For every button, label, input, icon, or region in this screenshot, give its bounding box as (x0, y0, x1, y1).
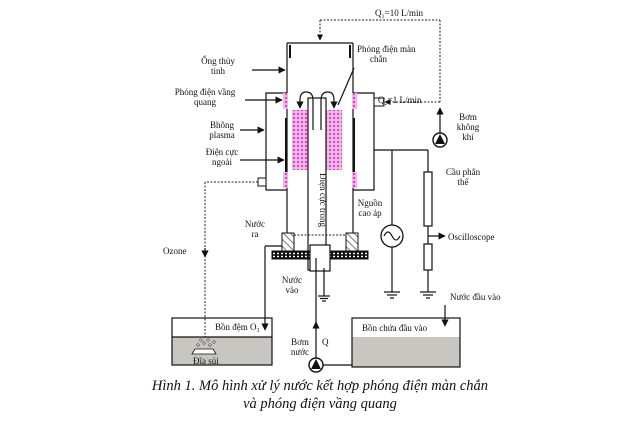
barrier-discharge-label-1: Phóng điện màn (357, 44, 416, 54)
input-tank (351, 305, 461, 368)
water-out-label-1: Nước (245, 219, 265, 229)
water-in-label-1: Nước (282, 275, 302, 285)
plasma-bubble-label-1: Bhông (210, 120, 235, 130)
reactor-base (271, 232, 369, 305)
flow-q2-label: Q₂=1 L/min (378, 95, 422, 105)
hv-source-label-1: Nguồn (358, 198, 383, 208)
input-water-label: Nước đầu vào (450, 292, 501, 302)
water-feed-line (312, 305, 352, 366)
corona-plasma-top-left (283, 93, 288, 109)
buffer-tank-label: Bồn đệm O₃ (215, 322, 260, 332)
caption-line-2: và phóng điện vầng quang (243, 396, 397, 412)
diffuser-disc (191, 348, 217, 355)
ground-symbol-divider (420, 291, 436, 299)
barrier-plasma-right (326, 110, 342, 170)
plasma-bubble-label-2: plasma (209, 130, 235, 140)
outer-electrode-label-1: Điện cực (206, 147, 239, 157)
corona-discharge-label-1: Phóng điện vầng (175, 87, 236, 97)
air-pump-label-3: khí (462, 132, 474, 142)
water-out-line (261, 245, 282, 331)
flow-q1-label: Q₁=10 L/min (375, 8, 423, 18)
voltage-divider-label-2: thế (458, 177, 470, 187)
hv-source-label-2: cao áp (358, 208, 382, 218)
glass-tube-label-1: Ống thủy (201, 56, 235, 66)
barrier-discharge-label-2: chắn (370, 54, 387, 64)
air-pump-icon (432, 132, 448, 148)
bubbles (196, 338, 216, 347)
glass-tube-label-2: tinh (211, 66, 226, 76)
voltage-divider-label-1: Cầu phân (446, 167, 481, 177)
ground-symbol-source (384, 291, 400, 299)
water-pump-icon (308, 357, 324, 373)
corona-discharge-label-2: quang (194, 97, 216, 107)
corona-plasma-bottom-right (352, 172, 357, 188)
water-in-label-2: vào (286, 285, 299, 295)
air-pump-label-1: Bơm (459, 112, 477, 122)
seal-left (281, 232, 295, 252)
voltage-divider-icon (423, 171, 446, 292)
barrier-plasma-left (292, 110, 308, 170)
water-pump-label-1: Bơm (291, 337, 309, 347)
ozone-label: Ozone (163, 246, 187, 256)
label-pointers (240, 66, 355, 164)
water-out-label-2: ra (252, 229, 259, 239)
corona-plasma-top-right (352, 93, 357, 109)
ground-symbol-electrode (318, 295, 330, 302)
outer-electrode-jacket (265, 92, 375, 191)
inner-electrode-label: Điện cực trong (318, 173, 328, 227)
corona-plasma-bottom-left (283, 172, 288, 188)
gas-outlet (201, 177, 267, 345)
plasma-regions (283, 93, 357, 188)
seal-right (345, 232, 359, 252)
flow-q-label: Q (322, 337, 329, 347)
outer-electrode-label-2: ngoài (212, 157, 232, 167)
hv-source-icon (380, 224, 404, 248)
air-pump-label-2: không (457, 122, 480, 132)
oscilloscope-label: Oscilloscope (448, 232, 495, 242)
electrical-circuit (374, 149, 446, 299)
input-tank-label: Bồn chứa đầu vào (362, 323, 428, 333)
water-pump-label-2: nước (291, 347, 309, 357)
buffer-tank (171, 317, 273, 366)
diffuser-label: Đĩa sủi (193, 356, 219, 366)
caption-line-1: Hình 1. Mô hình xử lý nước kết hợp phóng… (151, 378, 488, 394)
air-inlet (317, 19, 444, 135)
